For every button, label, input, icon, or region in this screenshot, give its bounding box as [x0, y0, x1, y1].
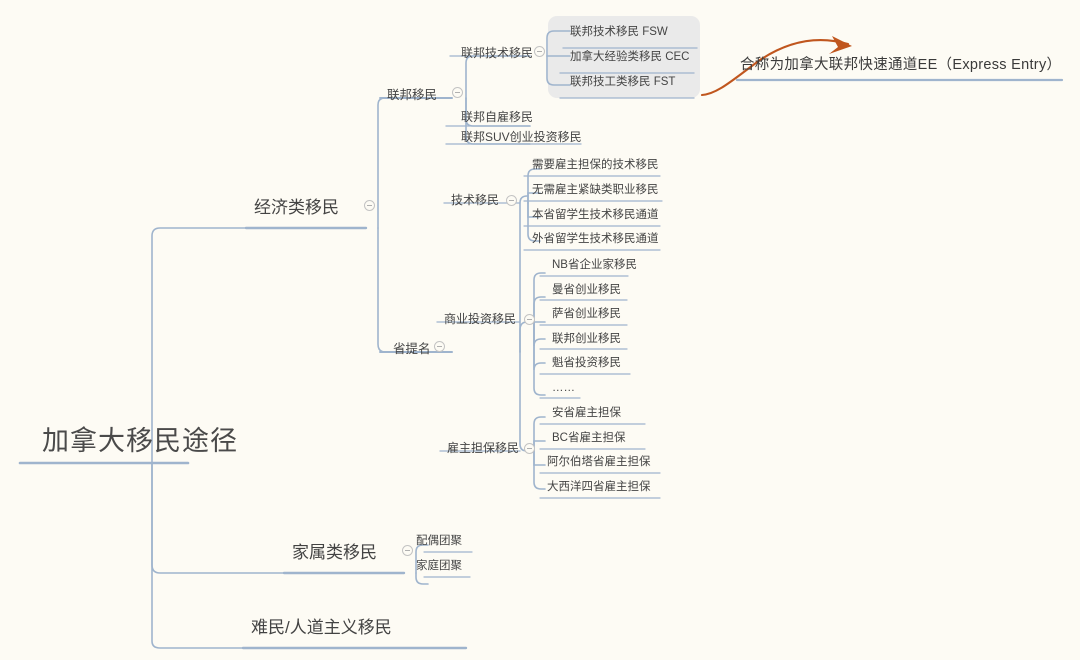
node-pnp[interactable]: 省提名	[389, 343, 435, 359]
node-skilled-3[interactable]: 本省留学生技术移民通道	[528, 209, 663, 225]
node-fst-label: 联邦技工类移民 FST	[570, 76, 676, 88]
node-business-2-label: 曼省创业移民	[552, 284, 621, 296]
root-node[interactable]: 加拿大移民途径	[38, 428, 242, 458]
node-fsw-label: 联邦技术移民 FSW	[570, 26, 668, 38]
branch-family-label: 家属类移民	[292, 543, 377, 562]
node-skilled-1[interactable]: 需要雇主担保的技术移民	[528, 159, 663, 175]
branch-economic[interactable]: 经济类移民	[250, 199, 343, 219]
node-pnp-business[interactable]: 商业投资移民	[440, 313, 520, 328]
node-pnp-employer-label: 雇主担保移民	[447, 441, 520, 455]
toggle-federal-skilled[interactable]	[534, 46, 545, 57]
node-skilled-3-label: 本省留学生技术移民通道	[532, 209, 659, 221]
node-fst[interactable]: 联邦技工类移民 FST	[566, 76, 679, 92]
node-employer-3[interactable]: 阿尔伯塔省雇主担保	[543, 456, 655, 472]
node-employer-4[interactable]: 大西洋四省雇主担保	[543, 481, 655, 497]
node-federal-skilled-label: 联邦技术移民	[461, 46, 534, 60]
node-pnp-skilled[interactable]: 技术移民	[447, 194, 503, 209]
node-federal-label: 联邦移民	[387, 88, 438, 102]
branch-economic-label: 经济类移民	[254, 198, 339, 217]
node-business-1[interactable]: NB省企业家移民	[548, 259, 641, 275]
toggle-pnp-employer[interactable]	[524, 443, 535, 454]
node-federal-suv-label: 联邦SUV创业投资移民	[461, 130, 582, 144]
toggle-pnp-skilled[interactable]	[506, 195, 517, 206]
node-family-spouse[interactable]: 配偶团聚	[412, 535, 466, 551]
node-skilled-4-label: 外省留学生技术移民通道	[532, 233, 659, 245]
node-business-2[interactable]: 曼省创业移民	[548, 284, 625, 300]
toggle-family[interactable]	[402, 545, 413, 556]
node-pnp-skilled-label: 技术移民	[451, 193, 500, 207]
node-business-6[interactable]: ……	[548, 382, 579, 398]
branch-refugee[interactable]: 难民/人道主义移民	[247, 619, 396, 639]
node-employer-2-label: BC省雇主担保	[552, 432, 626, 444]
annotation-text: 合称为加拿大联邦快速通道EE（Express Entry）	[740, 53, 1061, 74]
node-federal-selfemployed[interactable]: 联邦自雇移民	[457, 111, 537, 126]
node-business-5-label: 魁省投资移民	[552, 357, 621, 369]
node-federal-skilled[interactable]: 联邦技术移民	[457, 47, 537, 62]
node-employer-3-label: 阿尔伯塔省雇主担保	[547, 456, 651, 468]
node-skilled-1-label: 需要雇主担保的技术移民	[532, 159, 659, 171]
toggle-economic[interactable]	[364, 200, 375, 211]
node-business-3-label: 萨省创业移民	[552, 308, 621, 320]
node-cec[interactable]: 加拿大经验类移民 CEC	[566, 51, 693, 67]
root-label: 加拿大移民途径	[42, 426, 238, 456]
node-business-6-label: ……	[552, 382, 575, 394]
node-family-spouse-label: 配偶团聚	[416, 535, 462, 547]
node-skilled-2[interactable]: 无需雇主紧缺类职业移民	[528, 184, 663, 200]
node-employer-2[interactable]: BC省雇主担保	[548, 432, 629, 448]
node-federal[interactable]: 联邦移民	[383, 89, 441, 105]
node-family-reunion-label: 家庭团聚	[416, 560, 462, 572]
node-employer-1[interactable]: 安省雇主担保	[548, 407, 625, 423]
toggle-federal[interactable]	[452, 87, 463, 98]
node-employer-4-label: 大西洋四省雇主担保	[547, 481, 651, 493]
node-federal-selfemployed-label: 联邦自雇移民	[461, 110, 534, 124]
annotation-label: 合称为加拿大联邦快速通道EE（Express Entry）	[740, 57, 1062, 73]
node-family-reunion[interactable]: 家庭团聚	[412, 560, 466, 576]
node-federal-suv[interactable]: 联邦SUV创业投资移民	[457, 131, 586, 146]
node-skilled-4[interactable]: 外省留学生技术移民通道	[528, 233, 663, 249]
node-employer-1-label: 安省雇主担保	[552, 407, 621, 419]
node-skilled-2-label: 无需雇主紧缺类职业移民	[532, 184, 659, 196]
node-cec-label: 加拿大经验类移民 CEC	[570, 51, 690, 63]
node-pnp-employer[interactable]: 雇主担保移民	[443, 442, 523, 457]
node-business-3[interactable]: 萨省创业移民	[548, 308, 625, 324]
toggle-pnp[interactable]	[434, 341, 445, 352]
node-business-4-label: 联邦创业移民	[552, 333, 621, 345]
branch-refugee-label: 难民/人道主义移民	[251, 618, 392, 637]
toggle-pnp-business[interactable]	[524, 314, 535, 325]
node-fsw[interactable]: 联邦技术移民 FSW	[566, 26, 672, 42]
branch-family[interactable]: 家属类移民	[288, 544, 381, 564]
node-pnp-business-label: 商业投资移民	[444, 312, 517, 326]
ee-group-highlight	[548, 16, 700, 98]
node-business-5[interactable]: 魁省投资移民	[548, 357, 625, 373]
node-pnp-label: 省提名	[393, 342, 431, 356]
node-business-4[interactable]: 联邦创业移民	[548, 333, 625, 349]
node-business-1-label: NB省企业家移民	[552, 259, 637, 271]
